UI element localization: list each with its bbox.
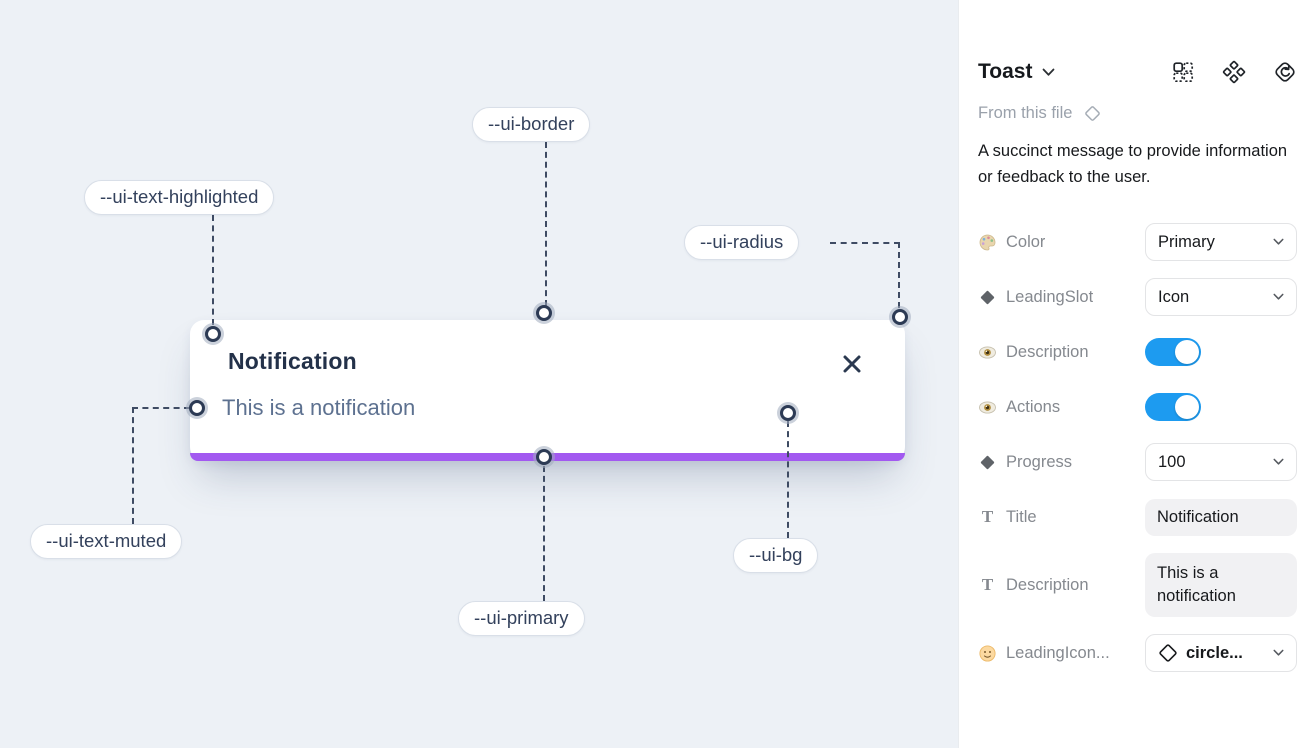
connector-dot-text-highlighted[interactable] bbox=[205, 326, 221, 342]
prop-row-actions-toggle: Actions bbox=[978, 388, 1297, 426]
prop-label-leading-icon: LeadingIcon... bbox=[978, 644, 1110, 663]
leading-icon-select[interactable]: circle... bbox=[1145, 634, 1297, 673]
progress-select[interactable]: 100 bbox=[1145, 443, 1297, 482]
leading-icon-select-value: circle... bbox=[1158, 643, 1243, 663]
prop-label-description: Description bbox=[978, 343, 1089, 362]
prop-label-description-field: T Description bbox=[978, 575, 1089, 595]
annotation-label-ui-bg[interactable]: --ui-bg bbox=[733, 538, 819, 573]
connector-dot-border[interactable] bbox=[536, 305, 552, 321]
description-toggle[interactable] bbox=[1145, 338, 1201, 367]
prop-row-description-toggle: Description bbox=[978, 333, 1297, 371]
prop-row-title: T Title Notification bbox=[978, 498, 1297, 536]
color-select[interactable]: Primary bbox=[1145, 223, 1297, 262]
progress-select-value: 100 bbox=[1158, 452, 1186, 471]
prop-label-text: Description bbox=[1006, 342, 1089, 361]
prop-row-leading-icon: LeadingIcon... circle... bbox=[978, 634, 1297, 673]
component-icon[interactable] bbox=[1222, 60, 1246, 84]
properties-panel: Toast bbox=[958, 0, 1312, 748]
diamond-icon bbox=[980, 455, 995, 469]
prop-label-leading-slot: LeadingSlot bbox=[978, 288, 1093, 307]
chevron-down-icon bbox=[1273, 238, 1284, 245]
description-input[interactable]: This is a notification bbox=[1145, 553, 1297, 618]
connector-dot-radius[interactable] bbox=[892, 309, 908, 325]
source-label: From this file bbox=[978, 104, 1073, 122]
component-source: From this file bbox=[978, 104, 1297, 123]
annotation-line-text-muted bbox=[132, 407, 190, 524]
prop-label-text: Progress bbox=[1006, 452, 1073, 471]
close-icon[interactable] bbox=[841, 353, 863, 375]
eye-icon bbox=[979, 401, 996, 414]
smiley-icon bbox=[979, 645, 996, 662]
prop-label-text: Description bbox=[1006, 575, 1089, 594]
revert-instance-icon[interactable] bbox=[1273, 60, 1297, 84]
color-select-value: Primary bbox=[1158, 232, 1215, 251]
prop-label-progress: Progress bbox=[978, 453, 1072, 472]
prop-label-text: LeadingSlot bbox=[1006, 287, 1094, 306]
panel-title: Toast bbox=[978, 60, 1033, 83]
connector-dot-bg[interactable] bbox=[780, 405, 796, 421]
toggle-knob bbox=[1175, 340, 1199, 365]
prop-label-text: Color bbox=[1006, 232, 1046, 251]
prop-label-color: Color bbox=[978, 233, 1045, 252]
chevron-down-icon bbox=[1043, 68, 1055, 76]
leading-slot-select[interactable]: Icon bbox=[1145, 278, 1297, 317]
diamond-outline-icon bbox=[1085, 106, 1101, 121]
diamond-icon bbox=[980, 290, 995, 304]
design-canvas[interactable]: Notification This is a notification --ui… bbox=[0, 0, 958, 748]
annotation-label-ui-primary[interactable]: --ui-primary bbox=[458, 601, 585, 636]
props-list: Color Primary LeadingSlot Icon bbox=[978, 223, 1297, 673]
leading-slot-select-value: Icon bbox=[1158, 287, 1190, 306]
palette-icon bbox=[979, 234, 996, 251]
annotation-line-border bbox=[545, 142, 547, 306]
annotation-label-ui-border[interactable]: --ui-border bbox=[472, 107, 591, 142]
chevron-down-icon bbox=[1273, 458, 1284, 465]
annotation-line-text-highlighted bbox=[212, 215, 214, 325]
text-icon: T bbox=[981, 507, 994, 527]
actions-toggle[interactable] bbox=[1145, 393, 1201, 422]
prop-row-description-field: T Description This is a notification bbox=[978, 553, 1297, 618]
component-selector[interactable]: Toast bbox=[978, 60, 1055, 84]
text-icon: T bbox=[981, 575, 994, 595]
annotation-line-primary bbox=[543, 466, 545, 601]
chevron-down-icon bbox=[1273, 293, 1284, 300]
toggle-knob bbox=[1175, 395, 1199, 420]
prop-row-progress: Progress 100 bbox=[978, 443, 1297, 482]
diamond-outline-icon bbox=[1159, 644, 1177, 662]
annotation-label-ui-radius[interactable]: --ui-radius bbox=[684, 225, 800, 260]
annotation-line-radius bbox=[830, 242, 900, 308]
prop-label-text: LeadingIcon... bbox=[1006, 643, 1110, 662]
annotation-label-ui-text-muted[interactable]: --ui-text-muted bbox=[30, 524, 183, 559]
prop-label-title: T Title bbox=[978, 507, 1037, 527]
annotation-line-bg bbox=[787, 421, 789, 538]
prop-label-text: Actions bbox=[1006, 397, 1061, 416]
component-description: A succinct message to provide informatio… bbox=[978, 142, 1288, 187]
annotation-label-ui-text-highlighted[interactable]: --ui-text-highlighted bbox=[84, 180, 275, 215]
prop-label-actions: Actions bbox=[978, 398, 1060, 417]
chevron-down-icon bbox=[1273, 650, 1284, 656]
leading-icon-value-text: circle... bbox=[1186, 643, 1243, 662]
prop-row-leading-slot: LeadingSlot Icon bbox=[978, 278, 1297, 317]
toast-description: This is a notification bbox=[222, 395, 416, 420]
instance-grid-icon[interactable] bbox=[1171, 60, 1195, 84]
title-input[interactable]: Notification bbox=[1145, 498, 1297, 536]
connector-dot-text-muted[interactable] bbox=[189, 400, 205, 416]
eye-icon bbox=[979, 346, 996, 359]
panel-header: Toast bbox=[978, 58, 1297, 86]
toast-title: Notification bbox=[228, 348, 357, 374]
toast-component-preview[interactable]: Notification This is a notification bbox=[190, 320, 905, 461]
prop-row-color: Color Primary bbox=[978, 223, 1297, 262]
prop-label-text: Title bbox=[1006, 507, 1037, 526]
connector-dot-primary[interactable] bbox=[536, 449, 552, 465]
